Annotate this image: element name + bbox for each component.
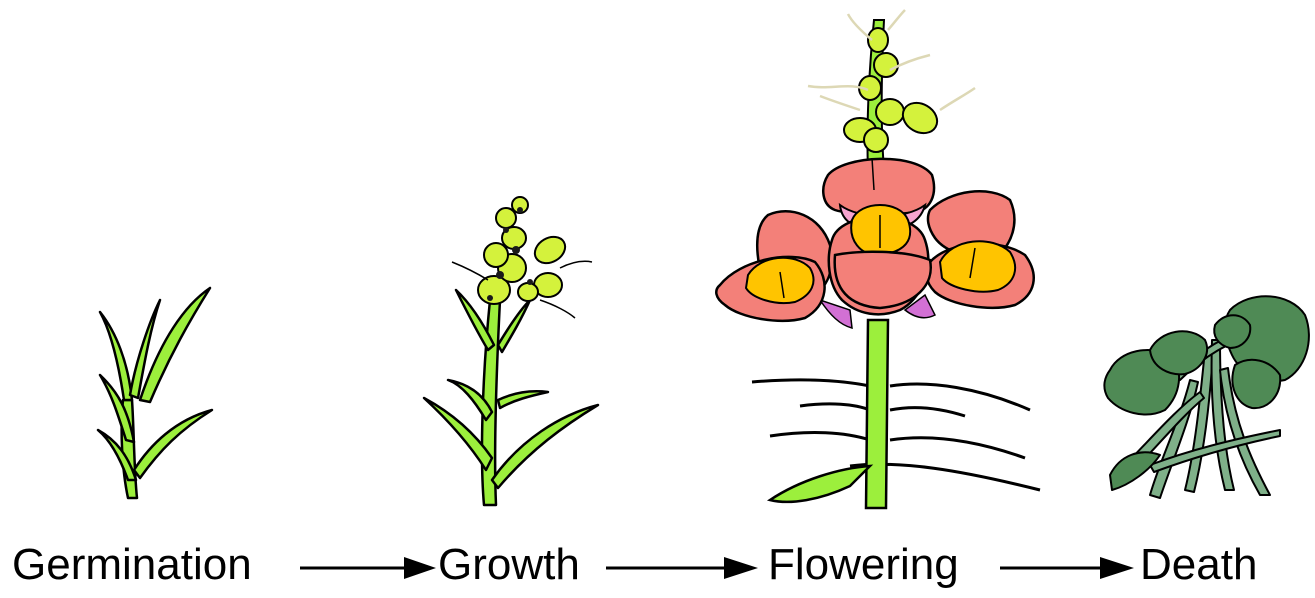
arrow-flowering-to-death xyxy=(1000,557,1134,579)
arrow-growth-to-flowering xyxy=(606,557,758,579)
stage-label-death: Death xyxy=(1140,540,1257,590)
growing-plant-icon xyxy=(424,197,598,505)
seedling-icon xyxy=(98,288,212,498)
stage-label-germination: Germination xyxy=(12,540,252,590)
snapdragon-flower-icon xyxy=(716,10,1040,508)
stage-label-flowering: Flowering xyxy=(768,540,959,590)
stage-label-growth: Growth xyxy=(438,540,580,590)
arrow-germination-to-growth xyxy=(300,557,436,579)
wilted-plant-icon xyxy=(1104,296,1309,498)
